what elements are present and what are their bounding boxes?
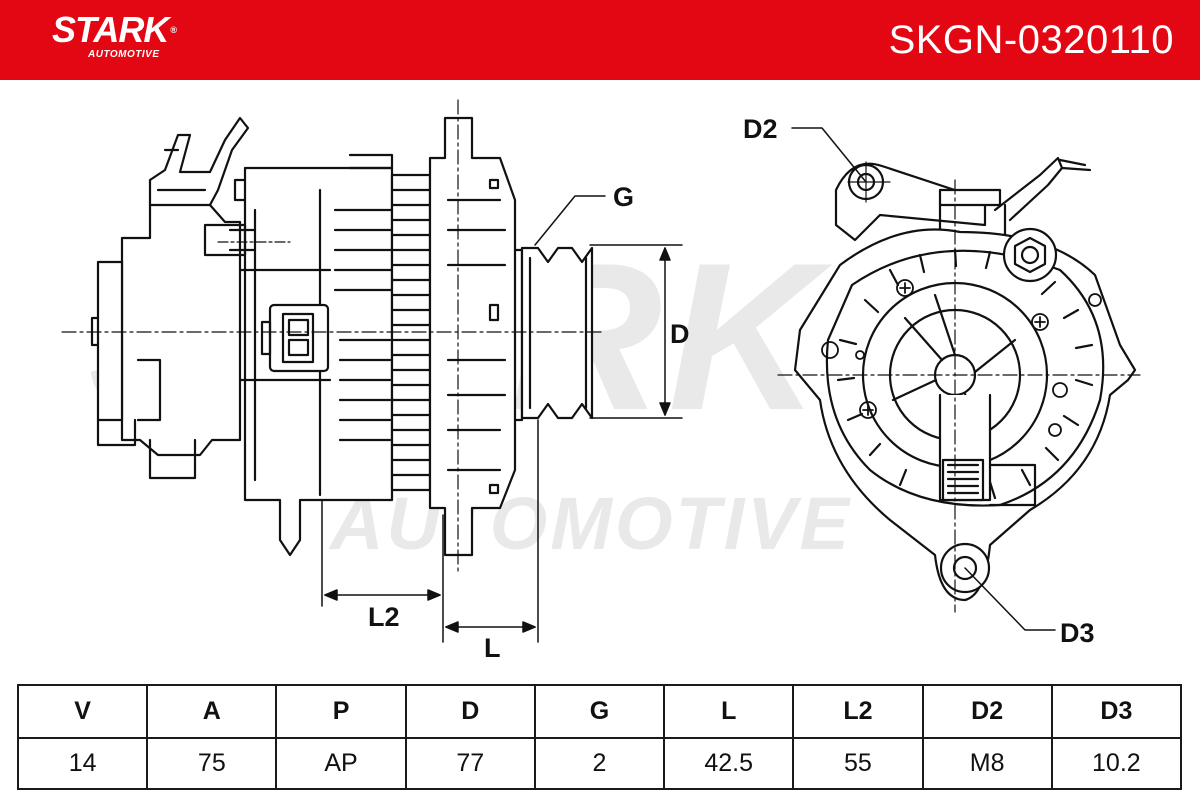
label-d: D [670, 319, 690, 349]
logo-subtitle: AUTOMOTIVE [88, 49, 160, 60]
spec-value-cell: 2 [533, 737, 666, 790]
spec-value-cell: 55 [792, 737, 924, 790]
spec-header-cell: G [533, 684, 666, 739]
spec-value-cell: M8 [921, 737, 1053, 790]
dimension-lines [321, 127, 1056, 643]
logo-text: STARK [52, 9, 169, 50]
spec-header-cell: A [146, 684, 278, 739]
spec-table: V A P D G L L2 D2 D3 14 75 AP 77 2 42.5 … [16, 684, 1183, 790]
spec-value-cell: 14 [16, 737, 149, 790]
alternator-side-view [61, 99, 606, 576]
alternator-end-view [777, 156, 1141, 613]
alternator-drawing: D2 G D L2 L D3 [61, 99, 1141, 663]
spec-value-cell: 10.2 [1050, 737, 1183, 790]
spec-value-row: 14 75 AP 77 2 42.5 55 M8 10.2 [16, 737, 1183, 790]
header-bar: STARK® AUTOMOTIVE SKGN-0320110 [0, 0, 1200, 80]
logo-reg-mark: ® [170, 25, 177, 35]
label-d3: D3 [1060, 618, 1095, 648]
spec-header-cell: L [663, 684, 795, 739]
spec-value-cell: 77 [404, 737, 536, 790]
stark-logo: STARK® AUTOMOTIVE [52, 9, 177, 61]
label-l2: L2 [368, 602, 400, 632]
spec-header-cell: V [16, 684, 149, 739]
label-l: L [484, 633, 501, 663]
spec-value-cell: 42.5 [663, 737, 795, 790]
label-g: G [613, 182, 634, 212]
spec-header-row: V A P D G L L2 D2 D3 [16, 684, 1183, 739]
spec-value-cell: 75 [146, 737, 278, 790]
spec-header-cell: P [275, 684, 407, 739]
spec-header-cell: L2 [792, 684, 924, 739]
spec-header-cell: D3 [1050, 684, 1183, 739]
spec-value-cell: AP [275, 737, 407, 790]
label-d2: D2 [743, 114, 778, 144]
watermark-sub: AUTOMOTIVE [330, 482, 852, 565]
spec-header-cell: D2 [921, 684, 1053, 739]
spec-header-cell: D [404, 684, 536, 739]
part-number: SKGN-0320110 [888, 18, 1174, 62]
